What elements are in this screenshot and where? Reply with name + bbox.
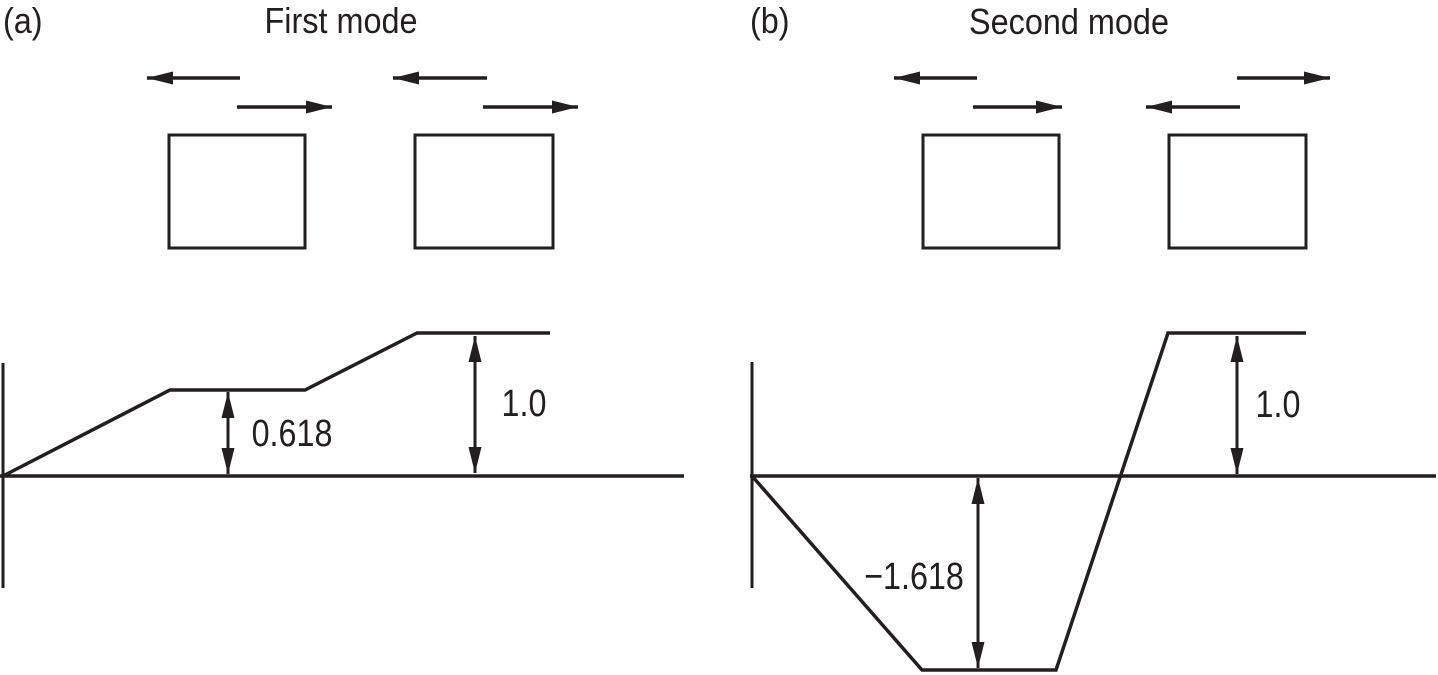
- b-mass2-box: [1167, 133, 1308, 250]
- a-story2-value-label: 1.0: [501, 383, 547, 425]
- a-mass2-box: [413, 133, 555, 250]
- panel-a-letter: (a): [3, 0, 43, 41]
- panel-a: [0, 71, 684, 588]
- panel-b-letter: (b): [750, 0, 790, 41]
- a-story1-value-label: 0.618: [251, 413, 333, 455]
- a-mass1-box: [167, 133, 307, 250]
- b-story1-value-label: −1.618: [864, 556, 964, 598]
- panel-b-title: Second mode: [969, 1, 1169, 42]
- b-mass1-box: [921, 133, 1061, 250]
- panel-a-title: First mode: [264, 0, 418, 41]
- b-mode-shape-line: [750, 331, 1306, 672]
- a-mode-shape-line: [2, 331, 550, 478]
- b-story2-value-label: 1.0: [1255, 384, 1301, 426]
- panel-b: [750, 71, 1436, 672]
